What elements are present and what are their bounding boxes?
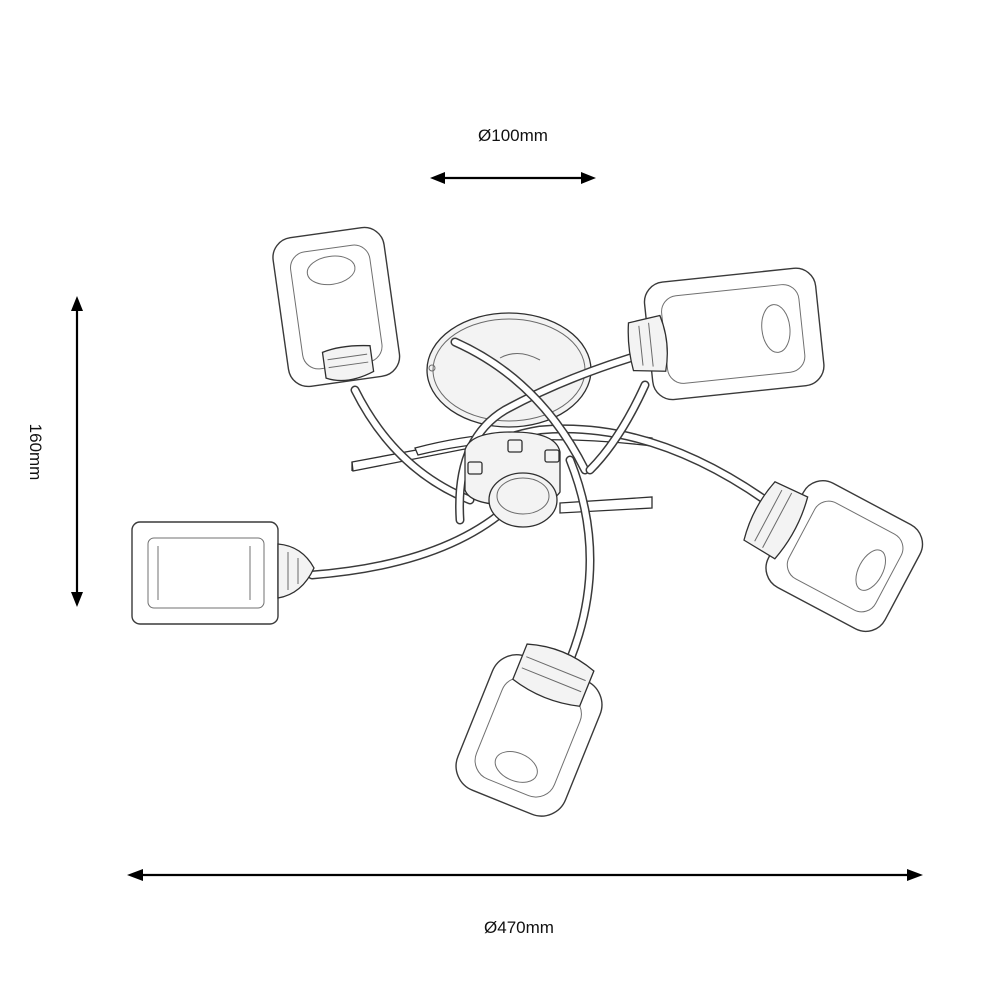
canopy-diameter-label: Ø100mm [478, 126, 548, 145]
central-hub [464, 431, 561, 528]
arrowhead-right [581, 172, 596, 184]
arrowhead-bottom [71, 592, 83, 607]
arrowhead-left [430, 172, 445, 184]
glass-shade-left [131, 521, 315, 625]
glass-shade-right [743, 480, 924, 633]
arrowhead-left [127, 869, 143, 881]
glass-shade-bottom [455, 643, 603, 817]
glass-shade-upper-right [627, 267, 825, 401]
height-label: 160mm [26, 424, 45, 481]
ceiling-light-fixture [131, 226, 924, 817]
glass-shade-upper-left [272, 226, 401, 388]
arrowhead-right [907, 869, 923, 881]
height-dimension: 160mm [26, 296, 83, 607]
arrowhead-top [71, 296, 83, 311]
overall-diameter-dimension: Ø470mm [127, 869, 923, 937]
canopy-diameter-dimension: Ø100mm [430, 126, 596, 184]
overall-diameter-label: Ø470mm [484, 918, 554, 937]
